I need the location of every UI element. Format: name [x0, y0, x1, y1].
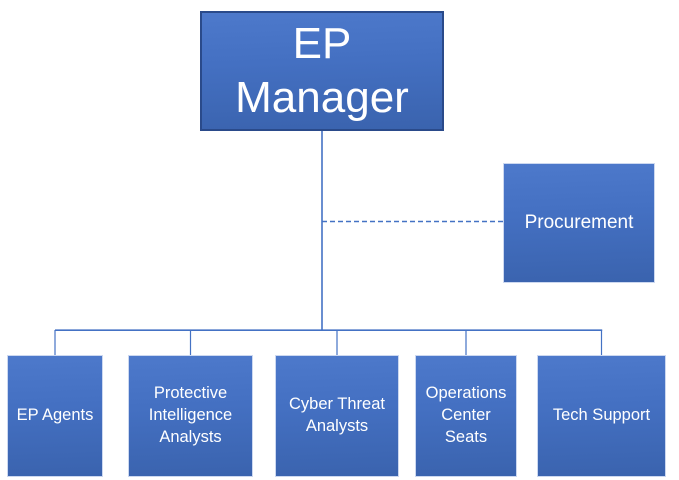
org-node-label: Operations Center Seats	[425, 384, 507, 446]
org-node-label: EP Agents	[16, 406, 94, 425]
org-node-procurement: Procurement	[503, 163, 655, 283]
org-node-protective-intelligence-analysts: Protective Intelligence Analysts	[128, 355, 253, 477]
org-node-label: Tech Support	[552, 406, 651, 425]
org-node-ep-agents: EP Agents	[7, 355, 103, 477]
org-node-cyber-threat-analysts: Cyber Threat Analysts	[275, 355, 399, 477]
org-node-ep-manager: EP Manager	[200, 11, 444, 131]
org-node-operations-center-seats: Operations Center Seats	[415, 355, 517, 477]
org-node-label: Procurement	[524, 212, 634, 233]
org-node-label: Protective Intelligence Analysts	[148, 384, 233, 446]
org-node-label: EP Manager	[235, 19, 409, 122]
org-node-label: Cyber Threat Analysts	[289, 395, 385, 435]
org-node-tech-support: Tech Support	[537, 355, 666, 477]
